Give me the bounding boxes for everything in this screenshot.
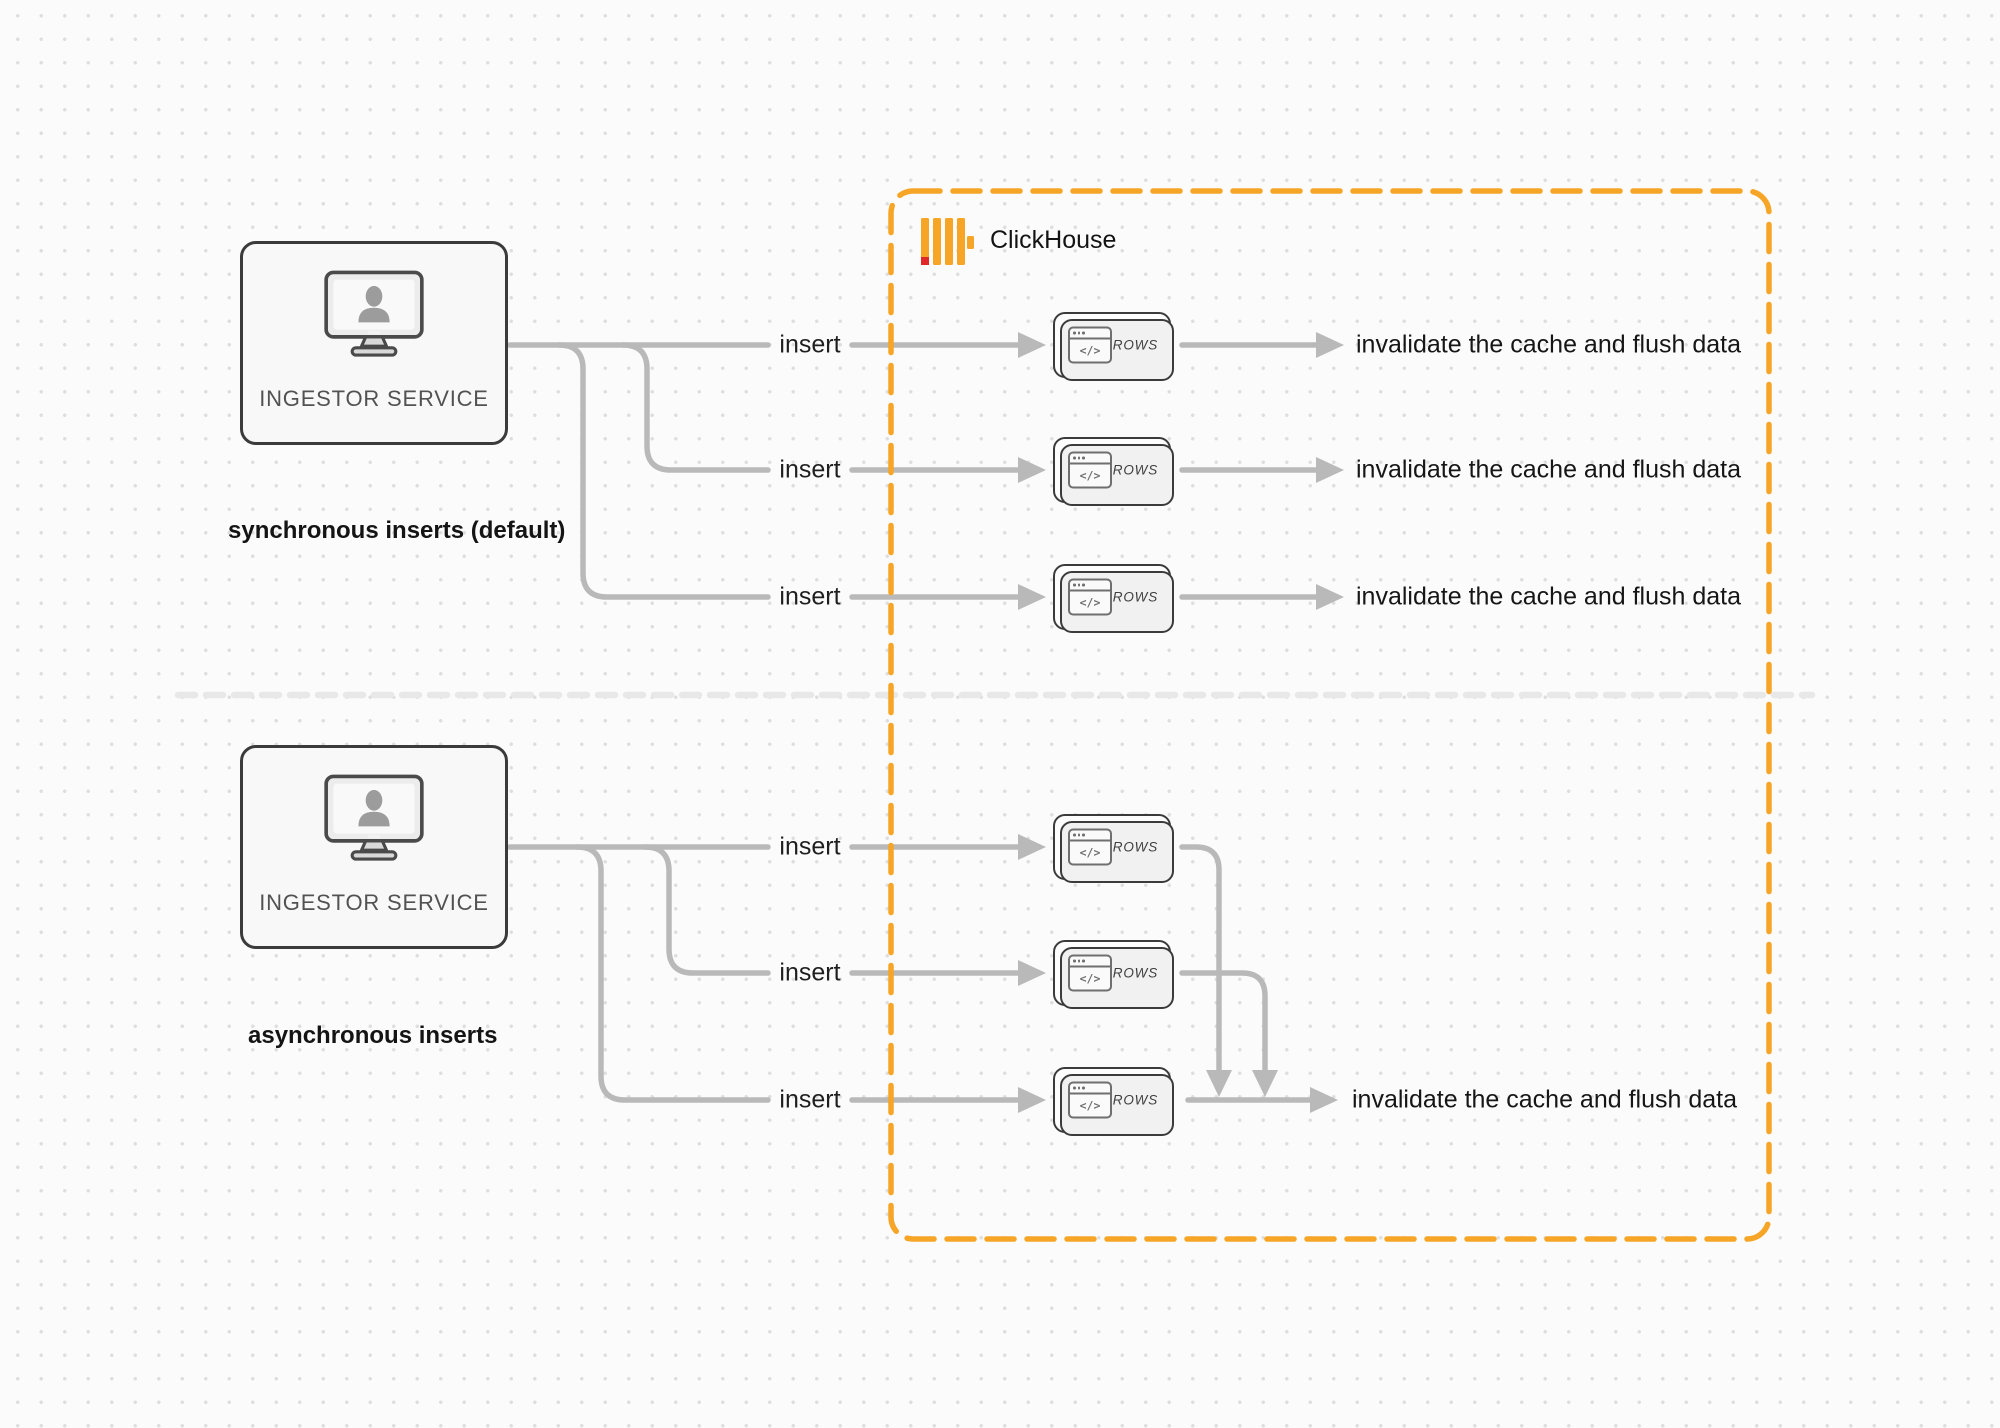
async-insert-label-1: insert xyxy=(779,832,841,861)
clickhouse-logo-red-accent xyxy=(921,257,929,265)
code-glyph: </> xyxy=(1079,1098,1101,1113)
sync-insert-label-2: insert xyxy=(779,455,841,484)
code-glyph: </> xyxy=(1079,468,1101,483)
monitor-user-icon xyxy=(324,774,424,861)
rows-card-label: ROWS xyxy=(1112,839,1158,855)
browser-window-icon: </> xyxy=(1068,954,1112,992)
sync-result-label-3: invalidate the cache and flush data xyxy=(1356,582,1741,611)
async-result-label: invalidate the cache and flush data xyxy=(1352,1085,1737,1114)
rows-card-label: ROWS xyxy=(1112,462,1158,478)
code-glyph: </> xyxy=(1079,595,1101,610)
clickhouse-logo-icon xyxy=(921,218,975,265)
rows-card-label: ROWS xyxy=(1112,337,1158,353)
rows-card-label: ROWS xyxy=(1112,1092,1158,1108)
sync-insert-label-3: insert xyxy=(779,582,841,611)
async-ingestor-service-box: INGESTOR SERVICE xyxy=(240,745,508,949)
sync-arrowheads xyxy=(1018,332,1344,610)
sync-rows-card-1: </> ROWS xyxy=(1053,312,1174,381)
async-section-caption: asynchronous inserts xyxy=(248,1022,498,1049)
rows-card-label: ROWS xyxy=(1112,965,1158,981)
code-glyph: </> xyxy=(1079,971,1101,986)
async-arrowheads xyxy=(1018,834,1338,1113)
browser-window-icon: </> xyxy=(1068,451,1112,489)
monitor-user-icon xyxy=(324,270,424,357)
sync-result-label-1: invalidate the cache and flush data xyxy=(1356,330,1741,359)
sync-rows-card-2: </> ROWS xyxy=(1053,437,1174,506)
clickhouse-container-frame xyxy=(888,188,1772,1242)
sync-ingestor-label: INGESTOR SERVICE xyxy=(259,386,489,411)
browser-window-icon: </> xyxy=(1068,326,1112,364)
async-connectors xyxy=(507,844,1315,1103)
code-glyph: </> xyxy=(1079,343,1101,358)
sync-section-caption: synchronous inserts (default) xyxy=(228,517,566,544)
browser-window-icon: </> xyxy=(1068,828,1112,866)
async-ingestor-label: INGESTOR SERVICE xyxy=(259,890,489,915)
sync-insert-label-1: insert xyxy=(779,330,841,359)
sync-result-label-2: invalidate the cache and flush data xyxy=(1356,455,1741,484)
async-insert-label-3: insert xyxy=(779,1085,841,1114)
code-glyph: </> xyxy=(1079,845,1101,860)
clickhouse-title: ClickHouse xyxy=(990,226,1117,254)
rows-card-label: ROWS xyxy=(1112,589,1158,605)
sync-ingestor-service-box: INGESTOR SERVICE xyxy=(240,241,508,445)
browser-window-icon: </> xyxy=(1068,1081,1112,1119)
browser-window-icon: </> xyxy=(1068,578,1112,616)
async-rows-card-2: </> ROWS xyxy=(1053,940,1174,1009)
async-rows-card-1: </> ROWS xyxy=(1053,814,1174,883)
sync-rows-card-3: </> ROWS xyxy=(1053,564,1174,633)
sync-connectors xyxy=(507,342,1321,600)
async-insert-label-2: insert xyxy=(779,958,841,987)
async-rows-card-3: </> ROWS xyxy=(1053,1067,1174,1136)
